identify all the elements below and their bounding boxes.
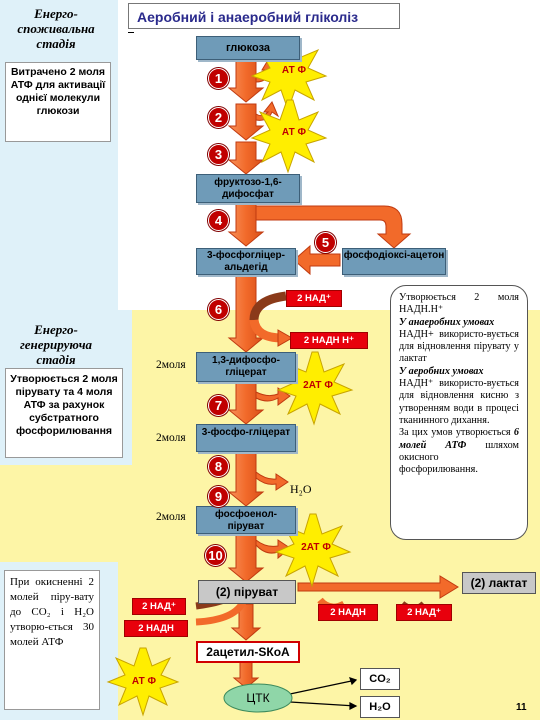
tca-label: ЦТК bbox=[246, 691, 270, 705]
side-arrow-water bbox=[255, 470, 289, 491]
step-5-marker: 5 bbox=[315, 232, 336, 253]
step-10-marker: 10 bbox=[205, 545, 226, 566]
step-9-marker: 9 bbox=[208, 486, 229, 507]
info-atp-yield: За цих умов утворюється 6 молей АТФ шлях… bbox=[399, 427, 519, 476]
arrow-pyruvate-to-lactate bbox=[297, 575, 459, 599]
atp-label-4: 2АТ Ф bbox=[301, 542, 331, 553]
note-atp-formed: Утворюється 2 моля пірувату та 4 моля АТ… bbox=[5, 368, 123, 458]
compound-fructose-bisphosphate: фруктозо-1,6-дифосфат bbox=[196, 174, 300, 203]
tca-output-lines bbox=[289, 677, 358, 710]
arrow-step-8 bbox=[227, 451, 265, 507]
stage-energy-generating: Енерго-генерируюча стадія bbox=[19, 322, 93, 367]
info-anaerobic-text: НАДН+ використо-вується для відновлення … bbox=[399, 328, 519, 365]
arrow-dhap-to-g3p bbox=[293, 244, 341, 276]
compound-acetyl-coa: 2ацетил-SКоА bbox=[196, 641, 300, 663]
compound-glucose: глюкоза bbox=[196, 36, 300, 60]
nad-plus-left-label: 2 НАД⁺ bbox=[132, 598, 186, 615]
step-8-marker: 8 bbox=[208, 456, 229, 477]
note-oxidation: При окисненні 2 молей піру-вату до CO₂ і… bbox=[4, 570, 100, 710]
main-pathway-arrows bbox=[227, 59, 265, 689]
step-2-marker: 2 bbox=[208, 107, 229, 128]
atp-star-2 bbox=[250, 99, 328, 174]
atp-label-5: АТ Ф bbox=[131, 676, 157, 687]
nadh-left-label: 2 НАДН bbox=[124, 620, 188, 637]
product-co2: CO₂ bbox=[360, 668, 400, 690]
nadh-h-label: 2 НАДН Н⁺ bbox=[290, 332, 368, 349]
compound-3-phosphoglycerate: 3-фосфо-гліцерат bbox=[196, 424, 296, 452]
atp-label-3: 2АТ Ф bbox=[303, 380, 333, 391]
arrow-to-tca bbox=[232, 661, 260, 689]
compound-lactate: (2) лактат bbox=[462, 572, 536, 594]
nad-arcs bbox=[249, 291, 294, 347]
page-number: 11 bbox=[516, 702, 527, 713]
arrow-step-3 bbox=[227, 141, 265, 175]
compound-phosphoenolpyruvate: фосфоенол-піруват bbox=[196, 506, 296, 534]
atp-stars bbox=[106, 37, 354, 717]
mole-label-2: 2моля bbox=[156, 432, 186, 444]
water-label: H₂O bbox=[290, 482, 312, 496]
nad-plus-label: 2 НАД⁺ bbox=[286, 290, 342, 307]
atp-label-2: АТ Ф bbox=[281, 127, 307, 138]
compound-pyruvate: (2) піруват bbox=[198, 580, 296, 604]
arrow-fructose-to-dhap bbox=[255, 205, 412, 249]
compound-dihydroxyacetone-phosphate: фосфодіоксі-ацетон bbox=[342, 248, 446, 275]
info-aerobic-heading: У аеробних умовах bbox=[399, 365, 484, 377]
product-h2o: H₂O bbox=[360, 696, 400, 718]
atp-label-1: АТ Ф bbox=[281, 65, 307, 76]
compound-1-3-bisphosphoglycerate: 1,3-дифосфо-гліцерат bbox=[196, 352, 296, 382]
info-bubble: Утворюється 2 моля НАДН.Н⁺ У анаеробних … bbox=[390, 285, 528, 540]
mole-label-3: 2моля bbox=[156, 511, 186, 523]
info-anaerobic-heading: У анаеробних умовах bbox=[399, 316, 495, 328]
mole-label-1: 2моля bbox=[156, 359, 186, 371]
tca-ellipse bbox=[223, 683, 293, 713]
nadh-right-label: 2 НАДН bbox=[318, 604, 378, 621]
step-7-marker: 7 bbox=[208, 395, 229, 416]
left-panel-top bbox=[0, 0, 118, 310]
note-atp-consumed: Витрачено 2 моля АТФ для активації одніє… bbox=[5, 62, 111, 142]
nad-plus-right-label: 2 НАД⁺ bbox=[396, 604, 452, 621]
arrow-step-1 bbox=[227, 59, 265, 103]
stage-energy-consuming: Енерго-споживальна стадія bbox=[17, 6, 95, 51]
atp-star-5 bbox=[106, 647, 180, 717]
title-dash bbox=[128, 32, 134, 33]
compound-glyceraldehyde-3-phosphate: 3-фосфогліцер-альдегід bbox=[196, 248, 296, 275]
step-3-marker: 3 bbox=[208, 144, 229, 165]
info-aerobic-text: НАДН⁺ використо-вується для відновлення … bbox=[399, 378, 519, 426]
arrow-step-2 bbox=[227, 103, 265, 141]
arc-nad-in bbox=[249, 291, 287, 321]
arrow-step-7 bbox=[227, 381, 265, 425]
arrow-to-acetyl bbox=[230, 603, 262, 641]
split-arrows bbox=[255, 205, 412, 276]
info-nadh-formed: Утворюється 2 моля НАДН.Н⁺ bbox=[399, 292, 519, 316]
step-6-marker: 6 bbox=[208, 299, 229, 320]
step-1-marker: 1 bbox=[208, 68, 229, 89]
step-4-marker: 4 bbox=[208, 210, 229, 231]
page-title: Аеробний і анаеробний гліколіз bbox=[128, 3, 400, 29]
